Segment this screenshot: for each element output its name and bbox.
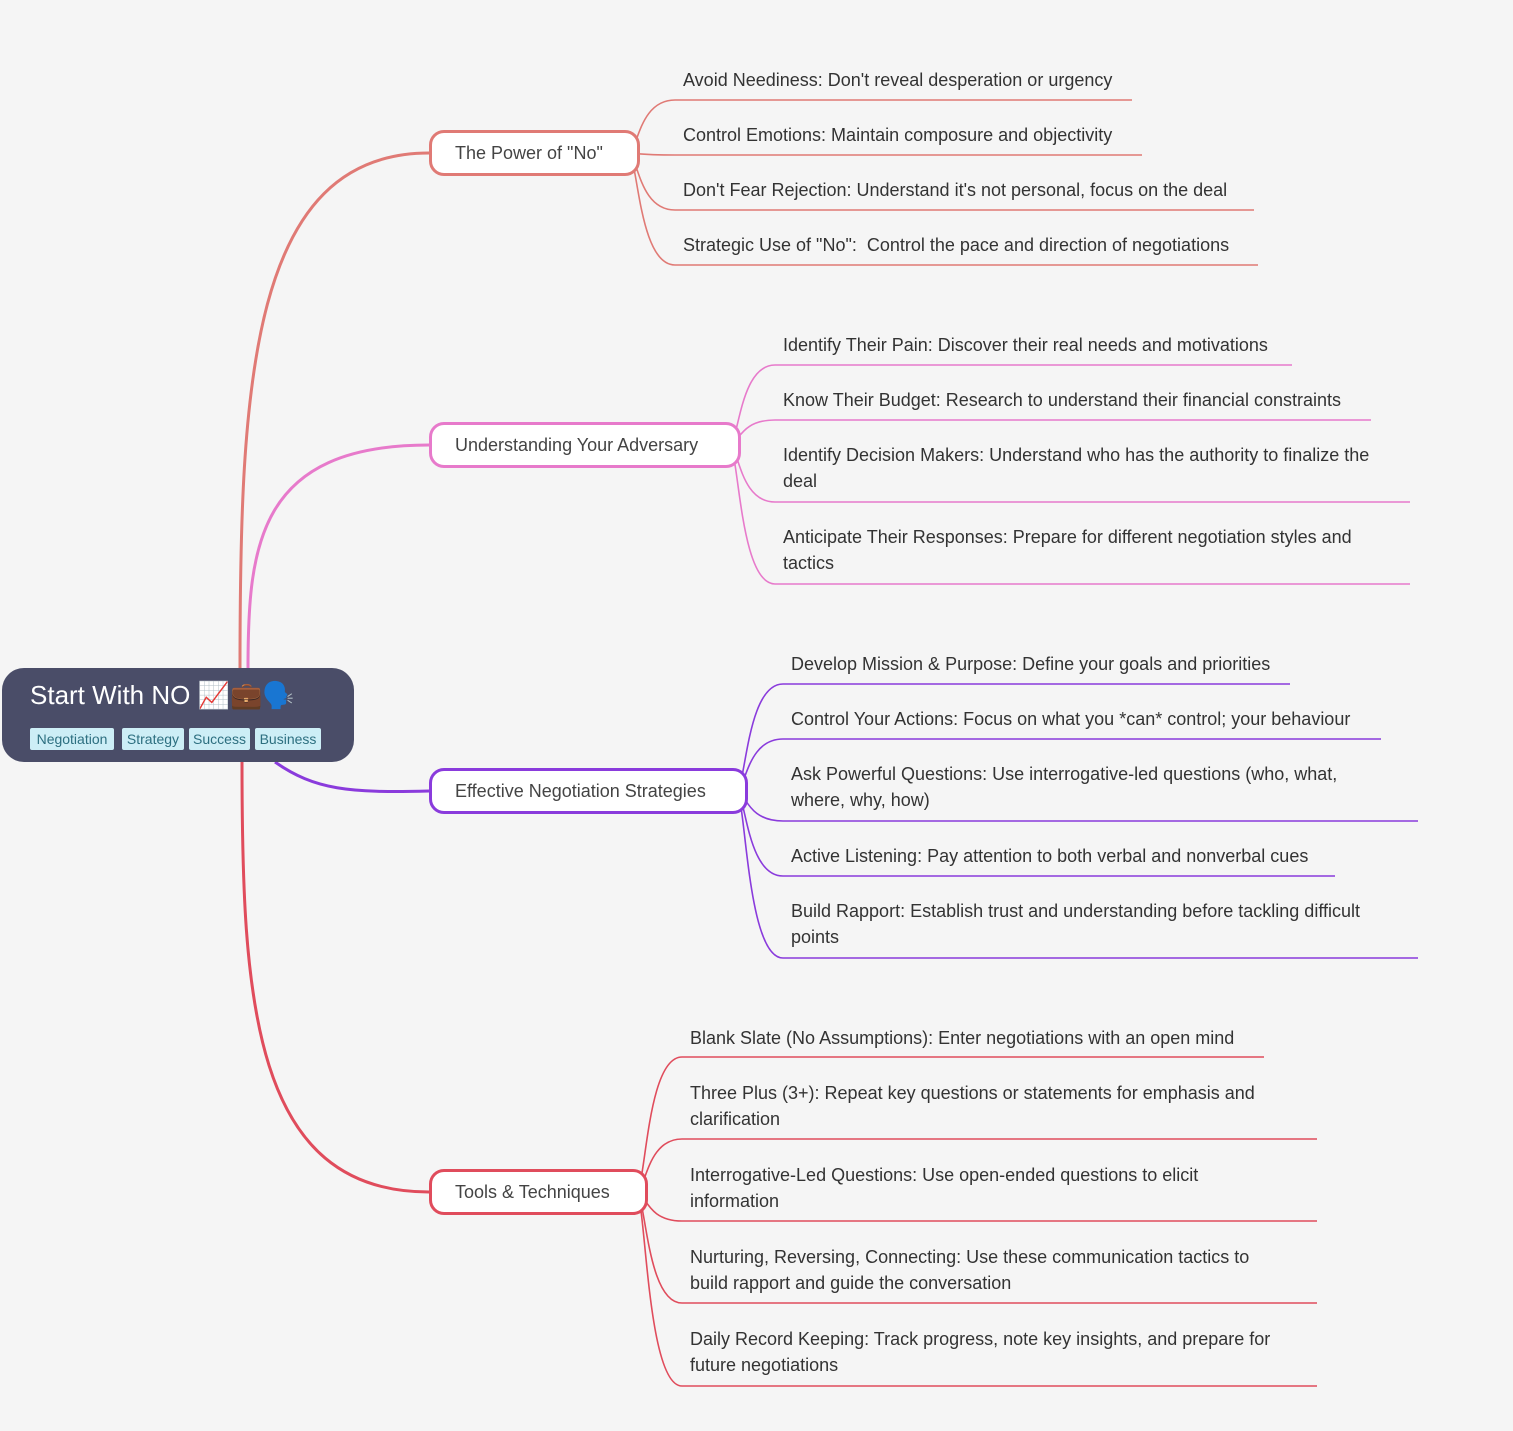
trunk-connector-1 (246, 443, 430, 669)
leaf-topic-2-2[interactable]: Ask Powerful Questions: Use interrogativ… (791, 764, 1338, 810)
leaf-topic-3-2[interactable]: Interrogative-Led Questions: Use open-en… (690, 1165, 1199, 1211)
leaf-topic-2-3[interactable]: Active Listening: Pay attention to both … (791, 846, 1309, 866)
leaf-topic-0-1[interactable]: Control Emotions: Maintain composure and… (683, 125, 1113, 145)
tag-success[interactable]: Success (189, 728, 250, 750)
branch-topic-1[interactable]: Understanding Your Adversary (429, 422, 741, 468)
leaf-topic-3-0[interactable]: Blank Slate (No Assumptions): Enter nego… (690, 1028, 1235, 1048)
trunk-connector-0 (238, 151, 430, 669)
tag-negotiation[interactable]: Negotiation (30, 728, 114, 750)
leaf-topic-3-1[interactable]: Three Plus (3+): Repeat key questions or… (690, 1083, 1255, 1129)
trunk-connector-3 (240, 761, 430, 1194)
branch-topic-3[interactable]: Tools & Techniques (429, 1169, 648, 1215)
leaf-topic-0-0[interactable]: Avoid Neediness: Don't reveal desperatio… (683, 70, 1113, 90)
leaf-topic-0-2[interactable]: Don't Fear Rejection: Understand it's no… (683, 180, 1228, 200)
leaf-topic-3-4[interactable]: Daily Record Keeping: Track progress, no… (690, 1329, 1271, 1375)
tag-strategy[interactable]: Strategy (122, 728, 184, 750)
leaf-topic-1-0[interactable]: Identify Their Pain: Discover their real… (783, 335, 1268, 355)
leaf-topic-0-3[interactable]: Strategic Use of "No": Control the pace … (683, 235, 1230, 255)
leaf-connector-0-1 (627, 152, 1142, 156)
leaf-topic-1-2[interactable]: Identify Decision Makers: Understand who… (783, 445, 1370, 491)
leaf-topic-2-4[interactable]: Build Rapport: Establish trust and under… (791, 901, 1361, 947)
leaf-topic-2-0[interactable]: Develop Mission & Purpose: Define your g… (791, 654, 1271, 674)
branch-topic-2[interactable]: Effective Negotiation Strategies (429, 768, 748, 814)
branch-topic-0[interactable]: The Power of "No" (429, 130, 640, 176)
tag-business[interactable]: Business (255, 728, 321, 750)
leaf-topic-3-3[interactable]: Nurturing, Reversing, Connecting: Use th… (690, 1247, 1250, 1293)
leaf-topic-1-1[interactable]: Know Their Budget: Research to understan… (783, 390, 1341, 410)
leaf-topic-1-3[interactable]: Anticipate Their Responses: Prepare for … (783, 527, 1352, 573)
leaf-topic-2-1[interactable]: Control Your Actions: Focus on what you … (791, 709, 1351, 729)
root-title: Start With NO 📈💼🗣️ (30, 680, 295, 710)
trunk-connector-2 (274, 760, 430, 793)
